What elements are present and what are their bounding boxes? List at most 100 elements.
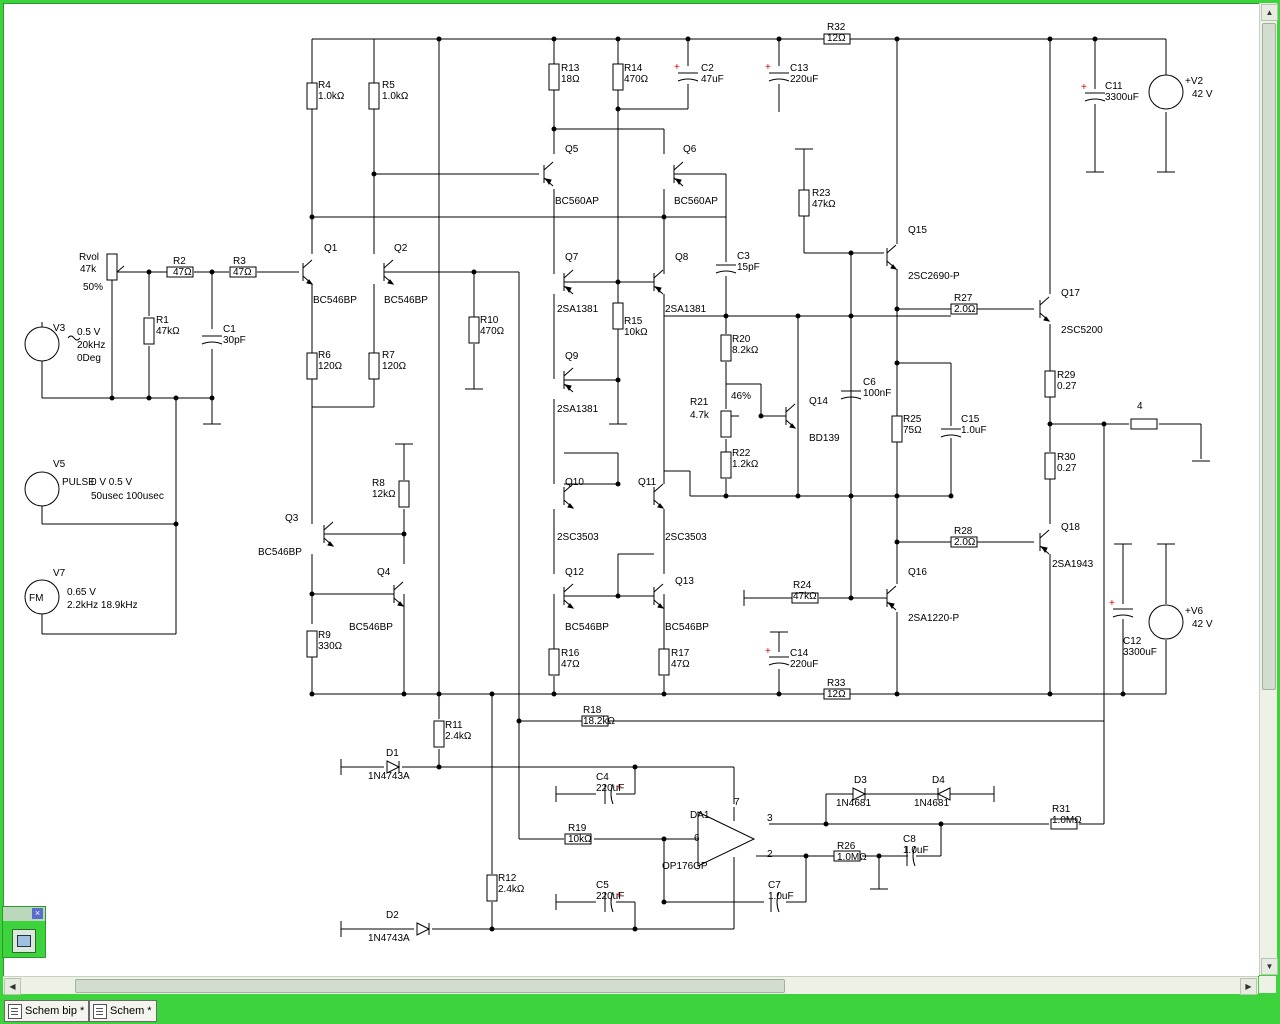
resistor-r14 <box>612 63 624 91</box>
transistor-q8 <box>654 286 662 294</box>
value-q10: 2SC3503 <box>557 532 599 543</box>
value-r13: 18Ω <box>561 74 580 85</box>
ref-r25: R25 <box>903 414 922 425</box>
horizontal-scroll-thumb[interactable] <box>75 979 785 993</box>
ref-r11: R11 <box>445 720 463 731</box>
resistor-r17 <box>658 648 670 676</box>
ref-q12: Q12 <box>565 567 584 578</box>
schematic[interactable]: R41.0kΩR51.0kΩR6120ΩR7120ΩR812kΩR9330ΩR1… <box>4 4 1259 976</box>
scroll-left-button[interactable]: ◀ <box>4 978 21 995</box>
v3-freq: 20kHz <box>77 340 105 351</box>
transistor-q13 <box>657 603 665 609</box>
resistor-r18 <box>581 715 609 727</box>
junction-dot <box>551 691 557 697</box>
ref-q13: Q13 <box>675 576 694 587</box>
value-d3: 1N4681 <box>836 798 871 809</box>
value-c14: 220uF <box>790 659 818 670</box>
v2-val: 42 V <box>1192 89 1213 100</box>
junction-dot <box>823 821 829 827</box>
resistor-r5 <box>368 82 380 110</box>
tab-schem[interactable]: Schem * <box>89 1000 157 1022</box>
ref-r28: R28 <box>954 526 973 537</box>
junction-dot <box>436 691 442 697</box>
window-list-icon[interactable] <box>12 929 36 953</box>
resistor-r2 <box>166 266 194 278</box>
ref-c4: C4 <box>596 772 609 783</box>
tab-schem-bip[interactable]: Schem bip * <box>4 1000 90 1022</box>
junction-dot <box>309 591 315 597</box>
polarity-plus: + <box>1109 598 1115 609</box>
polarity-plus: + <box>616 782 622 793</box>
ref-r2: R2 <box>173 256 186 267</box>
value-c8: 1.0uF <box>903 845 929 856</box>
resistor-r29 <box>1044 370 1056 398</box>
ref-r18: R18 <box>583 705 602 716</box>
source-v5 <box>24 471 60 507</box>
ref-r13: R13 <box>561 63 580 74</box>
junction-dot <box>661 691 667 697</box>
polarity-plus: + <box>674 62 680 73</box>
resistor-r10 <box>468 316 480 344</box>
ref-c2: C2 <box>701 63 714 74</box>
ref-q15: Q15 <box>908 225 927 236</box>
ref-r4: R4 <box>318 80 331 91</box>
junction-dot <box>848 250 854 256</box>
value-r17: 47Ω <box>671 659 690 670</box>
scroll-up-button[interactable]: ▲ <box>1261 4 1278 21</box>
ref-r16: R16 <box>561 648 580 659</box>
vertical-scroll-thumb[interactable] <box>1262 23 1276 690</box>
close-icon[interactable]: × <box>32 908 43 919</box>
resistor-r26 <box>833 850 861 862</box>
source-v2 <box>1148 74 1184 110</box>
value-r20: 8.2kΩ <box>732 345 759 356</box>
resistor-r28 <box>950 536 978 548</box>
ref-4: 4 <box>1137 401 1143 412</box>
document-icon <box>93 1004 107 1019</box>
mini-toolbar: × <box>2 906 46 958</box>
horizontal-scrollbar[interactable]: ◀ ▶ <box>3 976 1258 995</box>
capacitor-c7 <box>776 891 780 913</box>
value-r15: 10kΩ <box>624 327 648 338</box>
scroll-corner <box>1259 976 1276 993</box>
value-q8: 2SA1381 <box>665 304 707 315</box>
junction-dot <box>615 36 621 42</box>
value-r31: 1.0MΩ <box>1052 815 1082 826</box>
transistor-q1 <box>306 279 314 285</box>
scroll-right-button[interactable]: ▶ <box>1240 978 1257 995</box>
parts <box>24 33 1210 937</box>
resistor-r7 <box>368 352 380 380</box>
value-r26: 1.0MΩ <box>837 852 867 863</box>
ref-d2: D2 <box>386 910 399 921</box>
ref-q3: Q3 <box>285 513 299 524</box>
junction-dot <box>1092 36 1098 42</box>
capacitor-c6 <box>840 396 862 400</box>
value-q12: BC546BP <box>565 622 609 633</box>
junction-dot <box>848 493 854 499</box>
value-c3: 15pF <box>737 262 760 273</box>
source-v7 <box>24 579 60 615</box>
v3-phase: 0Deg <box>77 353 101 364</box>
junction-dot <box>109 395 115 401</box>
value-r16: 47Ω <box>561 659 580 670</box>
ref-r3: R3 <box>233 256 246 267</box>
ref-r5: R5 <box>382 80 395 91</box>
value-r4: 1.0kΩ <box>318 91 345 102</box>
resistor-rvol <box>106 253 118 281</box>
ref-r20: R20 <box>732 334 751 345</box>
junction-dot <box>894 493 900 499</box>
ref-r21: R21 <box>690 397 709 408</box>
resistor-r1 <box>143 317 155 345</box>
transistor-q15 <box>890 264 898 270</box>
vertical-scrollbar[interactable]: ▲ ▼ <box>1259 3 1278 975</box>
scroll-down-button[interactable]: ▼ <box>1261 958 1278 975</box>
ref-d1: D1 <box>386 748 399 759</box>
ref-r6: R6 <box>318 350 331 361</box>
junction-dot <box>209 395 215 401</box>
resistor-r20 <box>720 334 732 362</box>
value-r14: 470Ω <box>624 74 649 85</box>
source-v3 <box>24 326 60 362</box>
junction-dot <box>894 691 900 697</box>
junction-dot <box>615 593 621 599</box>
tab-bar: Schem bip * Schem * <box>0 996 1280 1024</box>
